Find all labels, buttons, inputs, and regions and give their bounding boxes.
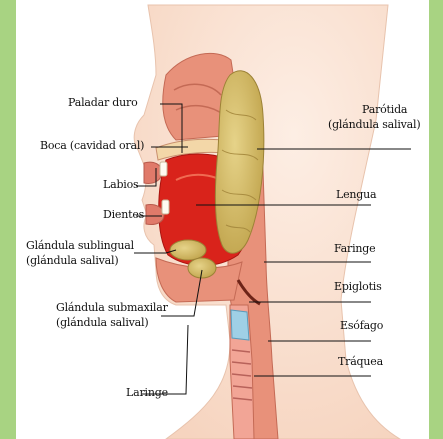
larynx-cartilage: [231, 310, 249, 340]
label-boca: Boca (cavidad oral): [40, 140, 144, 152]
label-laringe: Laringe: [126, 387, 168, 399]
label-parotida-sub: (glándula salival): [328, 119, 420, 131]
label-glandula-sublingual-sub: (glándula salival): [26, 255, 118, 267]
label-glandula-sublingual: Glándula sublingual: [26, 240, 134, 252]
label-dientes: Dientes: [103, 209, 144, 221]
label-glandula-submaxilar: Glándula submaxilar: [56, 302, 168, 314]
label-labios: Labios: [103, 179, 139, 191]
lower-teeth: [162, 200, 169, 214]
label-traquea: Tráquea: [338, 356, 383, 368]
label-parotida: Parótida: [362, 104, 407, 116]
label-esofago: Esófago: [340, 320, 383, 332]
submaxillary-gland: [188, 258, 216, 278]
label-glandula-submaxilar-sub: (glándula salival): [56, 317, 148, 329]
head-anatomy-illustration: [16, 0, 429, 439]
upper-teeth: [160, 162, 167, 176]
label-epiglotis: Epiglotis: [334, 281, 382, 293]
label-paladar-duro: Paladar duro: [68, 97, 138, 109]
illustration-panel: Paladar duro Boca (cavidad oral) Labios …: [16, 0, 429, 439]
label-lengua: Lengua: [336, 189, 376, 201]
label-faringe: Faringe: [334, 243, 375, 255]
